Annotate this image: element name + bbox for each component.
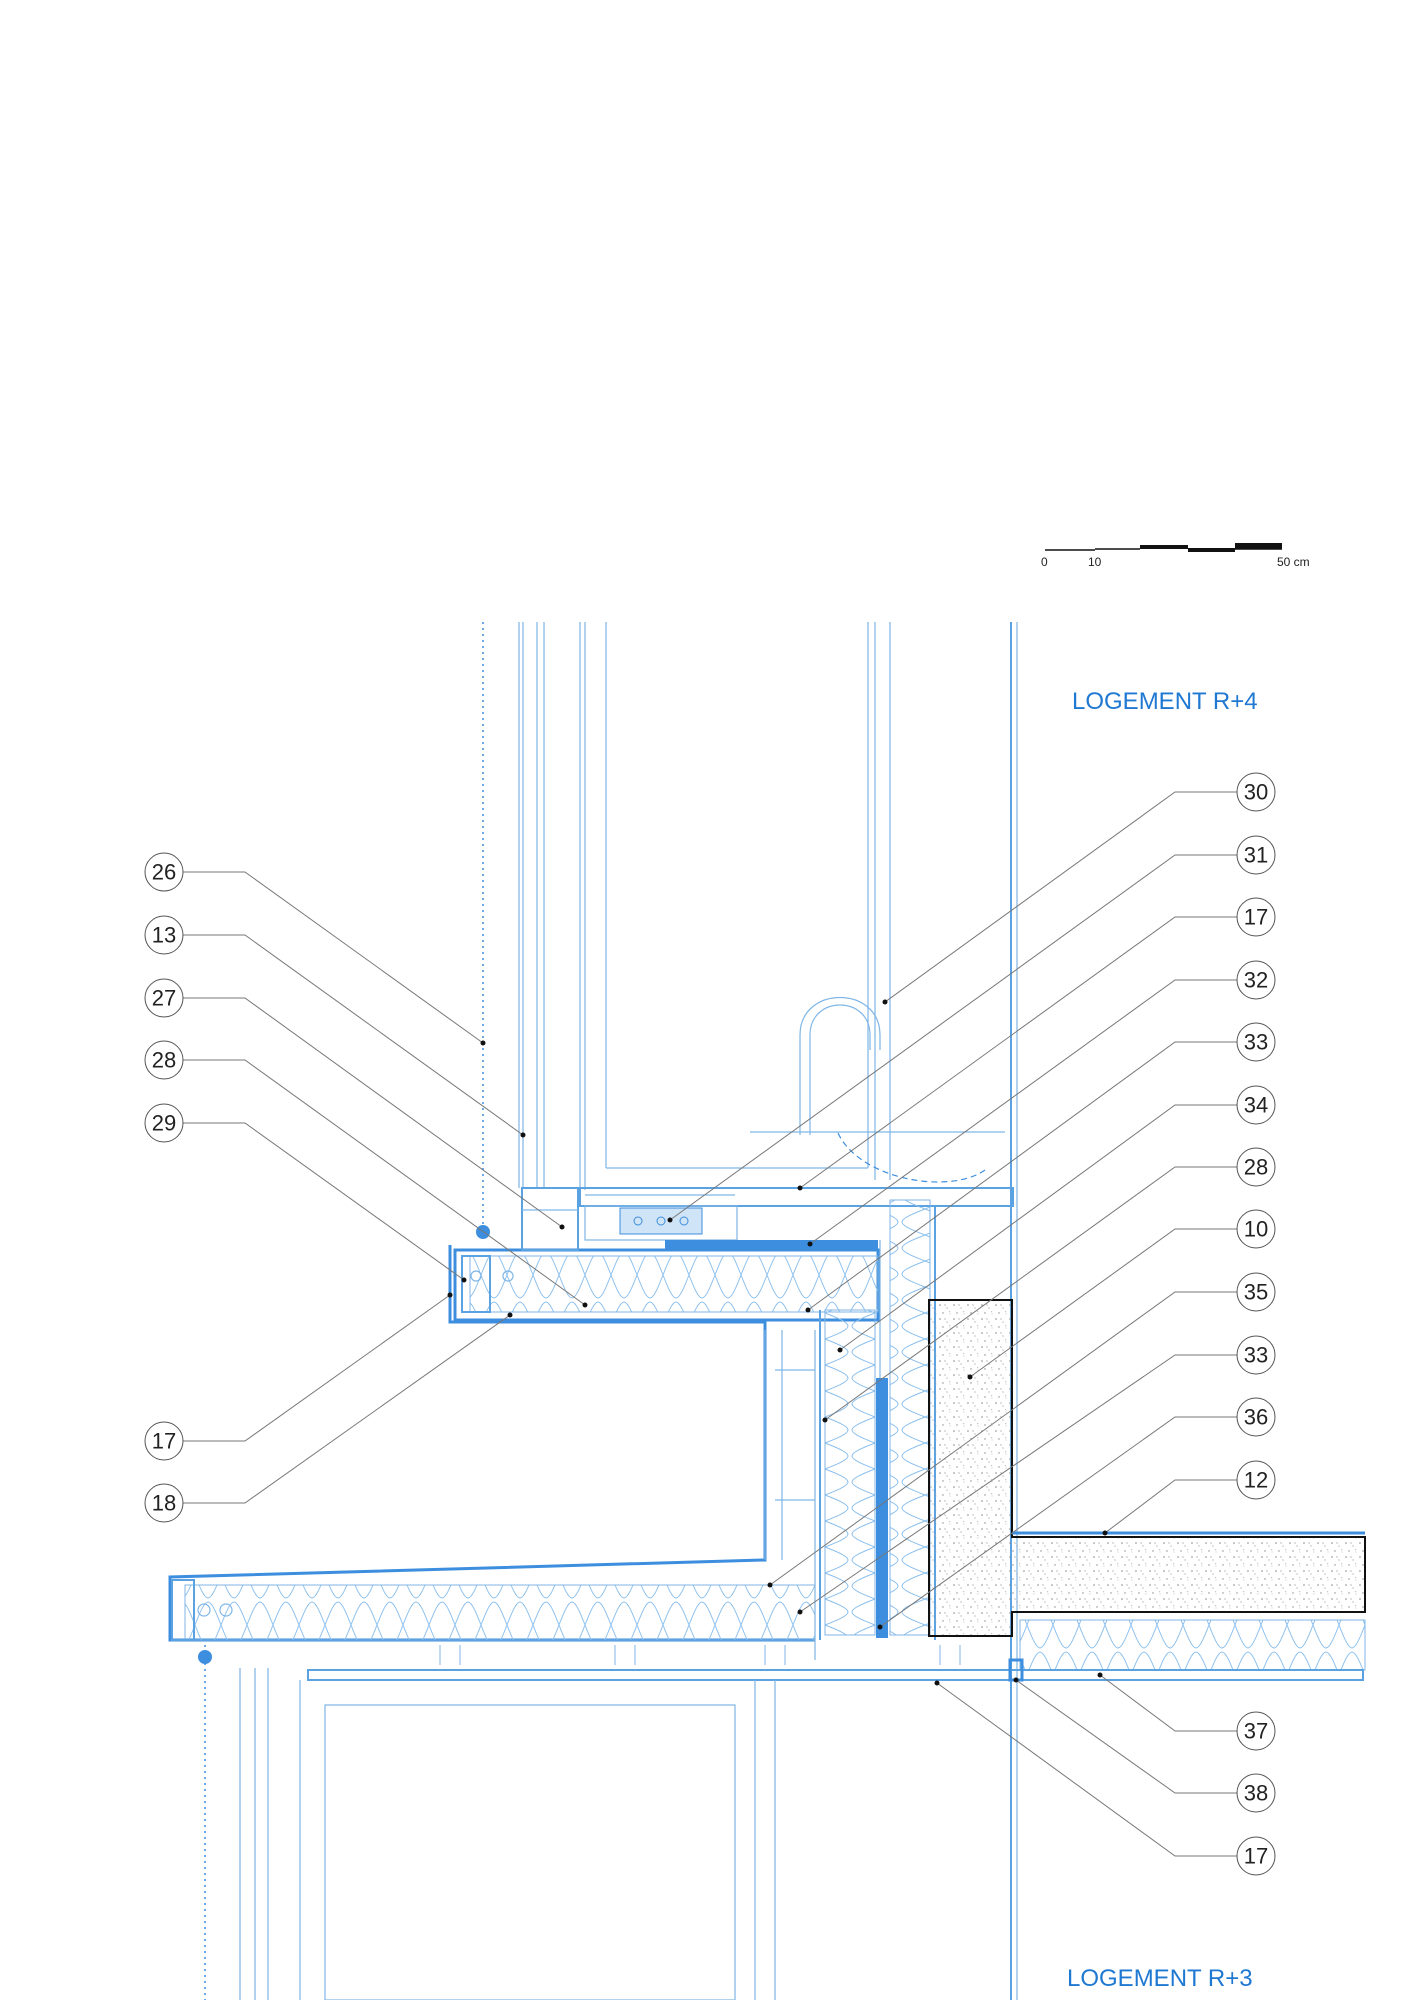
callout-12: 12: [1102, 1460, 1276, 1536]
room-label-upper: LOGEMENT R+4: [1072, 688, 1258, 715]
callout-34: 34: [837, 1085, 1276, 1353]
callouts-left: 26 13 27 28 29 17 18: [144, 852, 588, 1523]
callout-35: 35: [767, 1272, 1276, 1588]
callout-33-b: 33: [797, 1335, 1276, 1615]
room-label-lower: LOGEMENT R+3: [1067, 1965, 1253, 1992]
callout-26: 26: [144, 852, 486, 1046]
callout-33-a: 33: [805, 1022, 1276, 1313]
callout-13: 13: [144, 915, 526, 1138]
callout-18: 18: [144, 1312, 513, 1523]
callout-label-13: 13: [152, 923, 176, 948]
callout-label-17b: 17: [1244, 1844, 1268, 1869]
callout-label-38: 38: [1244, 1781, 1268, 1806]
callout-label-29: 29: [152, 1111, 176, 1136]
callout-27: 27: [144, 978, 565, 1230]
callout-10: 10: [967, 1209, 1276, 1380]
callout-label-28r: 28: [1244, 1155, 1268, 1180]
callout-label-27: 27: [152, 986, 176, 1011]
callout-32: 32: [807, 960, 1276, 1247]
callout-label-30: 30: [1244, 780, 1268, 805]
callout-37: 37: [1097, 1672, 1276, 1751]
callout-label-33b: 33: [1244, 1343, 1268, 1368]
callout-label-34: 34: [1244, 1093, 1268, 1118]
callout-36: 36: [877, 1397, 1276, 1630]
callout-label-17: 17: [152, 1429, 176, 1454]
callout-label-28: 28: [152, 1048, 176, 1073]
callout-17-left: 17: [144, 1292, 453, 1461]
callout-label-18: 18: [152, 1491, 176, 1516]
callout-label-32: 32: [1244, 968, 1268, 993]
callout-label-37: 37: [1244, 1719, 1268, 1744]
scale-label-10: 10: [1088, 555, 1102, 569]
scale-bar: 0 10 50 cm: [1041, 543, 1310, 569]
callouts-right: 30 31 17 32 33 34 28 10: [667, 772, 1276, 1876]
callout-label-36: 36: [1244, 1405, 1268, 1430]
sink-tap: [750, 996, 1005, 1183]
wall-section: [819, 1199, 936, 1640]
callout-label-10: 10: [1244, 1217, 1268, 1242]
lower-ceiling: [239, 1645, 1364, 2000]
callout-30: 30: [882, 772, 1276, 1005]
countertop: [579, 1187, 1014, 1249]
callout-label-33a: 33: [1244, 1030, 1268, 1055]
upper-sill: [453, 1187, 880, 1322]
scale-label-50: 50 cm: [1277, 555, 1310, 569]
callout-17-right-a: 17: [797, 897, 1276, 1191]
soffit-overhang: [168, 1245, 816, 2000]
scale-label-0: 0: [1041, 555, 1048, 569]
callout-29: 29: [144, 1103, 467, 1283]
callout-38: 38: [1013, 1677, 1276, 1813]
callout-31: 31: [667, 835, 1276, 1223]
concrete-slab: [928, 1299, 1366, 1671]
callout-label-26: 26: [152, 860, 176, 885]
callout-17-right-b: 17: [934, 1680, 1276, 1876]
callout-28-left: 28: [144, 1040, 588, 1308]
callout-label-12: 12: [1244, 1468, 1268, 1493]
callout-28-right: 28: [822, 1147, 1276, 1423]
callout-label-35: 35: [1244, 1280, 1268, 1305]
callout-label-31: 31: [1244, 843, 1268, 868]
callout-label-17a: 17: [1244, 905, 1268, 930]
